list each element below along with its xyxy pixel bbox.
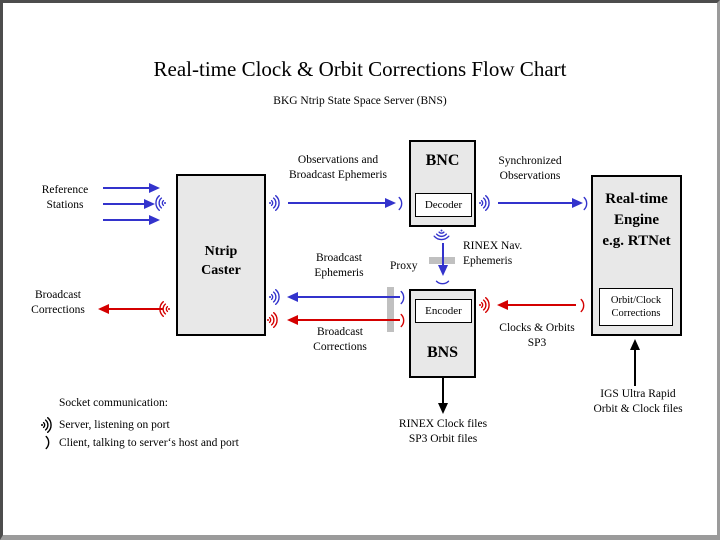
server-socket-icon-bns-right (479, 296, 492, 314)
bns-box: Encoder BNS (409, 289, 476, 378)
client-socket-icon-engine-left-red (580, 298, 587, 313)
server-socket-icon-bnc-bottom (433, 227, 450, 245)
arrow-broadcast-corrections-left (109, 308, 163, 310)
client-socket-icon-bns-left-red (400, 313, 407, 328)
bns-label: BNS (426, 344, 459, 361)
synchronized-observations-label: Synchronized Observations (498, 155, 562, 182)
arrowhead-reference-1 (149, 183, 160, 193)
ntrip-caster-label: Ntrip Caster (201, 244, 241, 278)
bnc-box: BNC Decoder (409, 140, 476, 227)
client-socket-icon-engine-left-blue (583, 196, 590, 211)
arrow-bns-files (442, 378, 444, 403)
arrow-reference-2 (103, 203, 144, 205)
arrow-synchronized (498, 202, 572, 204)
arrowhead-observations (385, 198, 396, 208)
orbit-clock-corrections-box: Orbit/Clock Corrections (599, 288, 673, 326)
broadcast-ephemeris-label: Broadcast Ephemeris (314, 252, 364, 279)
decoder-box: Decoder (415, 193, 472, 217)
arrowhead-broadcast-ephemeris (287, 292, 298, 302)
arrowhead-reference-2 (144, 199, 155, 209)
server-socket-icon-caster-left-red (157, 300, 170, 318)
bnc-label: BNC (425, 152, 460, 169)
legend-client-text: Client, talking to server‘s host and por… (59, 437, 239, 449)
server-socket-icon-caster-right-top (269, 194, 282, 212)
arrowhead-igs-input (630, 339, 640, 350)
server-socket-icon-caster-right-mid (269, 288, 282, 306)
arrowhead-reference-3 (149, 215, 160, 225)
server-socket-icon-legend (41, 416, 54, 434)
arrow-bnc-to-bns (442, 243, 444, 265)
clocks-orbits-label: Clocks & Orbits SP3 (499, 322, 575, 349)
arrow-clocks-orbits (508, 304, 576, 306)
arrow-igs-input (634, 350, 636, 386)
arrowhead-clocks-orbits (497, 300, 508, 310)
client-socket-icon-bns-left-blue (400, 290, 407, 305)
legend-heading: Socket communication: (59, 397, 168, 409)
rinex-clock-files-label: RINEX Clock files SP3 Orbit files (398, 418, 488, 445)
realtime-engine-label: Real-time Engine e.g. RTNet (602, 191, 671, 249)
arrowhead-bns-files (438, 403, 448, 414)
rinex-nav-label: RINEX Nav. Ephemeris (463, 240, 523, 267)
arrow-broadcast-ephemeris (298, 296, 400, 298)
proxy-label: Proxy (390, 260, 418, 272)
proxy-bar-vertical (387, 287, 394, 332)
arrowhead-broadcast-corrections-mid (287, 315, 298, 325)
arrow-observations (288, 202, 385, 204)
broadcast-corrections-mid-label: Broadcast Corrections (313, 326, 367, 353)
arrow-reference-1 (103, 187, 149, 189)
page-title: Real-time Clock & Orbit Corrections Flow… (153, 57, 567, 81)
server-socket-icon-bnc-right (479, 194, 492, 212)
client-socket-icon-legend (45, 435, 52, 450)
arrow-reference-3 (103, 219, 149, 221)
realtime-engine-box: Real-time Engine e.g. RTNet Orbit/Clock … (591, 175, 682, 336)
arrowhead-bnc-to-bns (438, 265, 448, 276)
arrow-broadcast-corrections-mid (298, 319, 400, 321)
ntrip-caster-box: Ntrip Caster (176, 174, 266, 336)
arrowhead-broadcast-corrections-left (98, 304, 109, 314)
encoder-box: Encoder (415, 299, 472, 323)
page-subtitle: BKG Ntrip State Space Server (BNS) (273, 95, 447, 107)
observations-label: Observations and Broadcast Ephemeris (288, 154, 388, 181)
client-socket-icon-bnc-left (398, 196, 405, 211)
legend-server-text: Server, listening on port (59, 419, 170, 431)
reference-stations-label: Reference Stations (41, 184, 89, 211)
arrowhead-synchronized (572, 198, 583, 208)
broadcast-corrections-left-label: Broadcast Corrections (31, 289, 85, 316)
client-socket-icon-bns-top (435, 276, 450, 291)
server-socket-icon-caster-left-blue (153, 194, 166, 212)
server-socket-icon-caster-right-low (267, 311, 280, 329)
igs-label: IGS Ultra Rapid Orbit & Clock files (593, 388, 683, 415)
